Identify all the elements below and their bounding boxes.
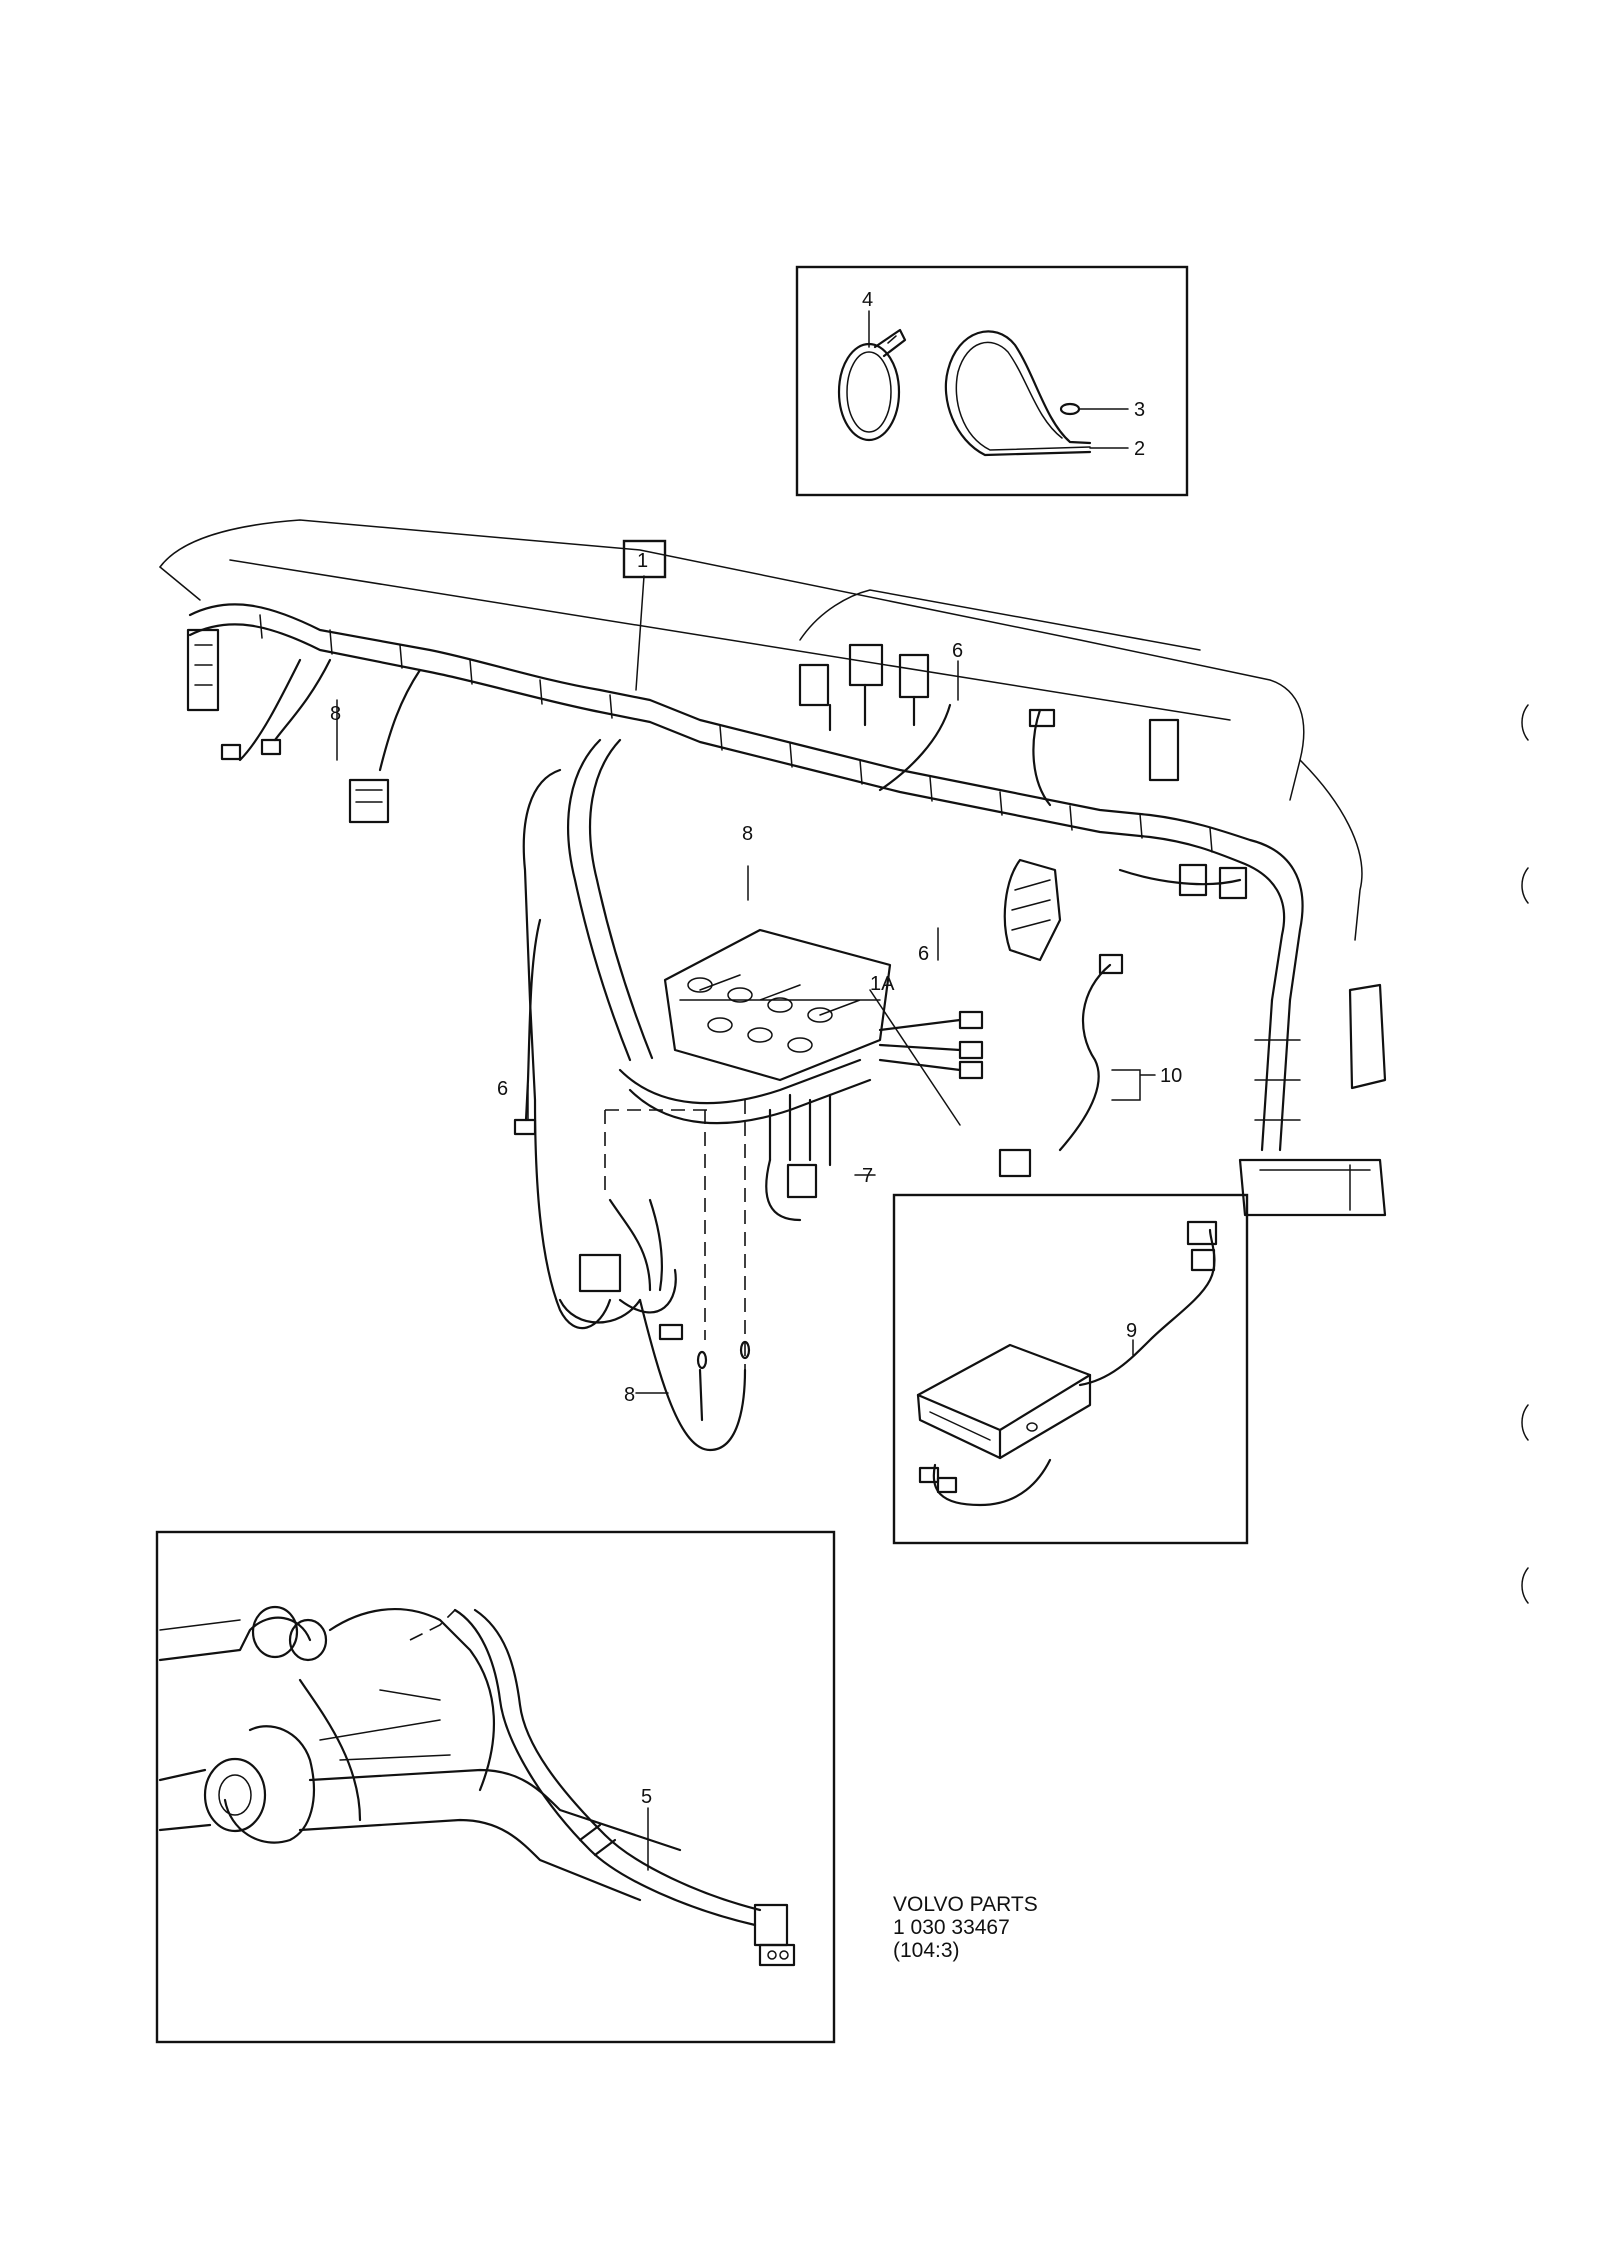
reference-line-1: VOLVO PARTS: [893, 1893, 1038, 1916]
main-leader-lines: [336, 660, 1156, 1394]
callout-5: 5: [641, 1786, 652, 1808]
p-clip-drawing: [944, 330, 1092, 457]
reference-line-2: 1 030 33467: [893, 1916, 1010, 1939]
callout-8-middle: 8: [742, 823, 753, 845]
clamp-inset-frame: [795, 265, 1189, 497]
callout-10: 10: [1160, 1065, 1182, 1087]
callout-8-lower: 8: [624, 1384, 635, 1406]
control-module-inset-frame: [892, 1193, 1249, 1545]
callout-6-left: 6: [497, 1078, 508, 1100]
callout-2: 2: [1134, 438, 1145, 460]
reference-line-3: (104:3): [893, 1939, 960, 1962]
rear-axle-inset: [155, 1530, 836, 2044]
callout-6-top: 6: [952, 640, 963, 662]
callout-9: 9: [1126, 1320, 1137, 1342]
binding-marks: [1521, 704, 1529, 1604]
rear-axle-inset-frame: [155, 1530, 836, 2044]
clamp-inset: [795, 265, 1189, 497]
cable-tie-drawing: [837, 328, 907, 442]
control-module-inset: [892, 1193, 1249, 1545]
callout-4: 4: [862, 289, 873, 311]
dashboard-harness-drawing: [159, 519, 1387, 1452]
callout-1a: 1A: [870, 973, 895, 995]
callout-6-mid: 6: [918, 943, 929, 965]
callout-1: 1: [637, 550, 648, 572]
callout-3: 3: [1134, 399, 1145, 421]
reference-block: VOLVO PARTS 1 030 33467 (104:3): [893, 1893, 1038, 1962]
callout-1-box: [622, 539, 667, 579]
callout-8-upper: 8: [330, 703, 341, 725]
callout-7: 7: [862, 1165, 873, 1187]
